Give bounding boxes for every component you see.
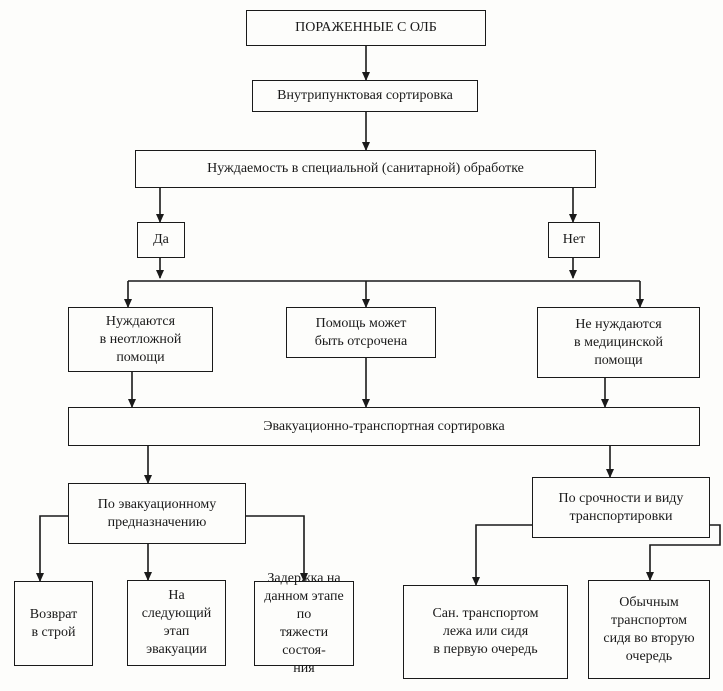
label-hold-stage: Задержка на данном этапе по тяжести сост… xyxy=(264,570,344,676)
label-next-stage: На следующий этап эвакуации xyxy=(141,588,212,657)
box-intra-triage: Внутрипунктовая сортировка xyxy=(252,80,478,112)
label-yes: Да xyxy=(153,232,169,247)
box-regular-transport: Обычным транспортом сидя во вторую очере… xyxy=(588,580,710,679)
arrow-urgency-to-sanitary xyxy=(472,524,532,586)
label-deferred-care: Помощь может быть отсрочена xyxy=(314,315,408,349)
label-sanitation-need: Нуждаемость в специальной (санитарной) о… xyxy=(207,161,524,176)
label-root: ПОРАЖЕННЫЕ С ОЛБ xyxy=(295,20,437,35)
label-return-duty: Возврат в строй xyxy=(29,606,78,640)
box-no: Нет xyxy=(548,222,600,258)
box-urgent-care: Нуждаются в неотложной помощи xyxy=(68,307,213,372)
arrow-urgency-to-regular xyxy=(646,524,721,581)
box-by-purpose: По эвакуационному предназначению xyxy=(68,483,246,544)
label-regular-transport: Обычным транспортом сидя во вторую очере… xyxy=(603,594,695,664)
label-no: Нет xyxy=(562,232,586,247)
label-no-medical-care: Не нуждаются в медицинской помощи xyxy=(574,316,663,368)
box-evac-triage: Эвакуационно-транспортная сортировка xyxy=(68,407,700,446)
arrow-purpose-to-return xyxy=(36,515,68,582)
label-by-purpose: По эвакуационному предназначению xyxy=(97,496,217,530)
box-next-stage: На следующий этап эвакуации xyxy=(127,580,226,666)
box-root: ПОРАЖЕННЫЕ С ОЛБ xyxy=(246,10,486,46)
label-by-urgency: По срочности и виду транспортировки xyxy=(558,490,684,524)
label-urgent-care: Нуждаются в неотложной помощи xyxy=(99,313,182,365)
box-return-duty: Возврат в строй xyxy=(14,581,93,666)
box-deferred-care: Помощь может быть отсрочена xyxy=(286,307,436,358)
box-hold-stage: Задержка на данном этапе по тяжести сост… xyxy=(254,571,354,676)
label-intra-triage: Внутрипунктовая сортировка xyxy=(277,88,453,103)
box-by-urgency: По срочности и виду транспортировки xyxy=(532,477,710,538)
box-sanitation-need: Нуждаемость в специальной (санитарной) о… xyxy=(135,150,596,188)
arrow-purpose-to-hold xyxy=(246,515,308,582)
box-sanitary-transport: Сан. транспортом лежа или сидя в первую … xyxy=(403,585,568,679)
label-evac-triage: Эвакуационно-транспортная сортировка xyxy=(263,418,505,434)
box-yes: Да xyxy=(137,222,185,258)
label-sanitary-transport: Сан. транспортом лежа или сидя в первую … xyxy=(432,606,539,657)
box-no-medical-care: Не нуждаются в медицинской помощи xyxy=(537,307,700,378)
